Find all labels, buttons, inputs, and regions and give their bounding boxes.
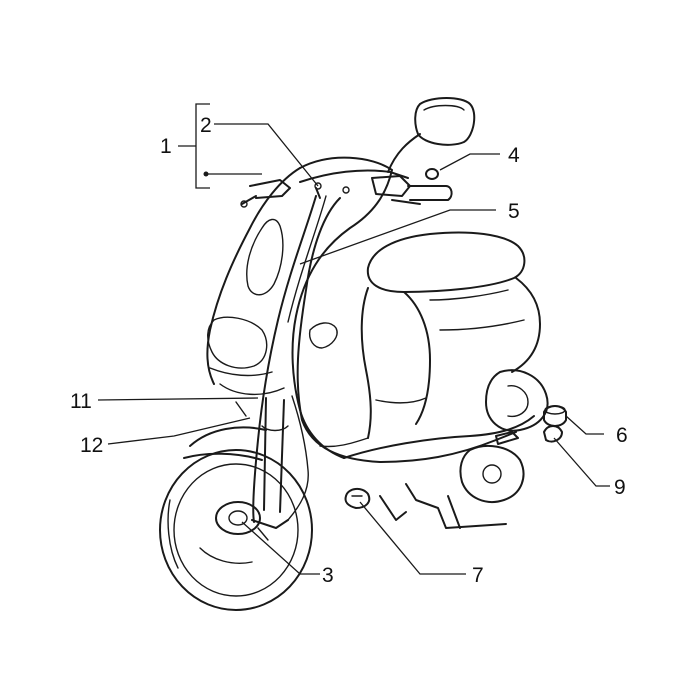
- part-6-cap: [543, 405, 567, 427]
- scooter-illustration: [159, 97, 549, 611]
- handlebar: [240, 169, 453, 208]
- callout-12: 12: [80, 434, 103, 457]
- seat-and-body: [319, 231, 541, 459]
- stand: [379, 483, 507, 529]
- callout-7: 7: [472, 564, 484, 587]
- callout-2: 2: [200, 114, 212, 137]
- front-wheel: [159, 449, 313, 611]
- part-7-clip: [344, 488, 371, 509]
- callout-labels: 1 2 3 4 5 6 7 9 11 12: [70, 114, 628, 587]
- loose-parts: [344, 168, 567, 509]
- front-shield: [206, 156, 393, 459]
- callout-leaders: [97, 103, 610, 575]
- mirror: [387, 97, 476, 173]
- part-9-nut: [543, 425, 563, 443]
- callout-5: 5: [508, 200, 520, 223]
- front-fork: [183, 397, 289, 513]
- callout-9: 9: [614, 476, 626, 499]
- callout-11: 11: [70, 390, 92, 413]
- callout-4: 4: [508, 144, 520, 167]
- part-4-grip-end: [425, 168, 439, 180]
- callout-3: 3: [322, 564, 334, 587]
- callout-1: 1: [160, 135, 172, 158]
- engine-rear: [459, 369, 549, 503]
- callout-6: 6: [616, 424, 628, 447]
- cables: [252, 182, 519, 523]
